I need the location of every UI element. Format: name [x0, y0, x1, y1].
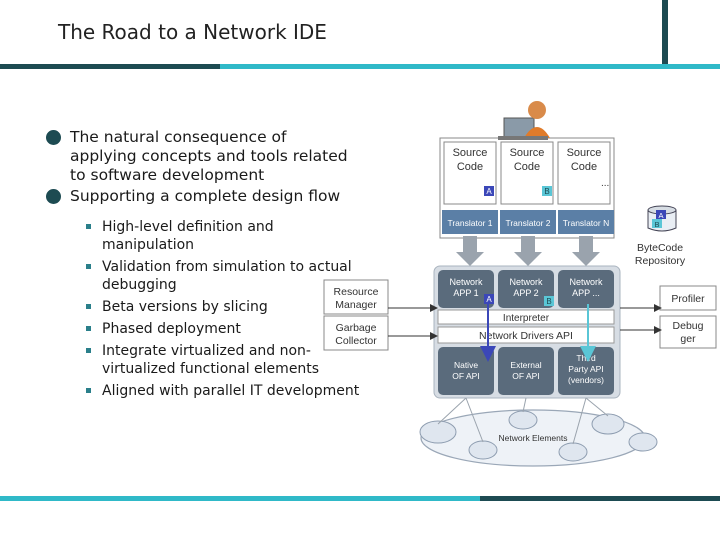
- sub-bullet-text: Validation from simulation to actual deb…: [102, 259, 352, 293]
- network-app-label: APP 1: [453, 288, 478, 298]
- source-code-label: Code: [571, 161, 597, 173]
- bullet-dot-icon: [46, 189, 61, 204]
- source-code-label: Source: [453, 147, 488, 159]
- marker-b-label: B: [544, 187, 549, 196]
- square-bullet-icon: [86, 348, 91, 353]
- square-bullet-icon: [86, 388, 91, 393]
- resource-manager-box: Resource Manager: [323, 279, 389, 315]
- top-horizontal-accent-bar: [0, 64, 720, 69]
- marker-a-icon: [484, 294, 494, 304]
- sub-bullet-item: Phased deployment: [86, 320, 366, 338]
- network-app-boxes: Network APP 1 Network APP 2 Network APP …: [438, 270, 614, 308]
- source-code-label: Source: [510, 147, 545, 159]
- square-bullet-icon: [86, 224, 91, 229]
- bottom-horizontal-dark-bar: [480, 496, 720, 501]
- bottom-horizontal-accent-bar: [0, 496, 720, 501]
- sub-bullet-item: Beta versions by slicing: [86, 298, 366, 316]
- bytecode-repository: A B ByteCode Repository: [635, 205, 686, 267]
- garbage-collector-label: Garbage: [336, 322, 377, 334]
- profiler-box: Profiler: [659, 285, 717, 311]
- sub-bullet-item: Validation from simulation to actual deb…: [86, 258, 366, 294]
- developer-user-icon: [498, 101, 550, 140]
- cloud-links: [437, 397, 609, 445]
- bullet-item: The natural consequence of applying conc…: [46, 128, 348, 185]
- network-app-label: Network: [509, 277, 543, 287]
- square-bullet-icon: [86, 326, 91, 331]
- bullet-item: Supporting a complete design flow: [46, 187, 348, 206]
- slide-title: The Road to a Network IDE: [58, 20, 327, 44]
- marker-a-icon: [656, 210, 666, 219]
- sub-bullet-item: Integrate virtualized and non-virtualize…: [86, 342, 366, 378]
- network-app-label: Network: [569, 277, 603, 287]
- interpreter-and-drivers: Interpreter Network Drivers API: [437, 309, 615, 344]
- network-elements-cloud: Network Elements: [419, 409, 658, 467]
- marker-a-label: A: [658, 211, 663, 220]
- marker-b-label: B: [546, 297, 551, 306]
- top-horizontal-dark-bar: [0, 64, 220, 69]
- source-code-label: Code: [514, 161, 540, 173]
- sub-bullet-text: Beta versions by slicing: [102, 299, 268, 315]
- square-bullet-icon: [86, 304, 91, 309]
- debugger-box: Debug ger: [659, 315, 717, 349]
- api-label: OF API: [452, 371, 479, 381]
- marker-b-icon: [652, 219, 662, 228]
- interpreter-label: Interpreter: [503, 313, 550, 324]
- debugger-label: ger: [680, 333, 696, 345]
- garbage-collector-label: Collector: [335, 335, 377, 347]
- sub-bullet-text: Aligned with parallel IT development: [102, 383, 360, 399]
- marker-b-icon: [542, 186, 552, 196]
- network-ide-diagram: Network Elements Source Code Source Code…: [318, 98, 720, 490]
- resource-manager-label: Manager: [335, 299, 377, 311]
- vertical-flow-arrows: [456, 236, 600, 266]
- translator-label: Translator 1: [447, 218, 492, 228]
- api-label: (vendors): [568, 375, 604, 385]
- network-app-label: APP 2: [513, 288, 538, 298]
- top-vertical-accent-bar: [662, 0, 668, 64]
- api-label: External: [510, 360, 541, 370]
- bullet-text: Supporting a complete design flow: [70, 187, 341, 205]
- garbage-collector-box: Garbage Collector: [323, 315, 389, 351]
- source-code-label: Code: [457, 161, 483, 173]
- resource-manager-label: Resource: [334, 286, 379, 298]
- network-app-label: APP ...: [572, 288, 600, 298]
- sub-bullet-text: Integrate virtualized and non-virtualize…: [102, 343, 320, 377]
- bytecode-repo-label: ByteCode: [637, 242, 683, 254]
- bytecode-repo-label: Repository: [635, 255, 686, 267]
- api-boxes: Native OF API External OF API Third Part…: [438, 347, 614, 395]
- marker-a-icon: [484, 186, 494, 196]
- translator-boxes: Translator 1 Translator 2 Translator N: [442, 210, 614, 234]
- drivers-api-label: Network Drivers API: [479, 330, 573, 342]
- sub-bullet-text: High-level definition and manipulation: [102, 219, 274, 253]
- profiler-label: Profiler: [671, 293, 705, 305]
- square-bullet-icon: [86, 264, 91, 269]
- sub-bullet-list: High-level definition and manipulation V…: [86, 218, 366, 400]
- translator-label: Translator 2: [505, 218, 550, 228]
- marker-a-label: A: [486, 295, 492, 304]
- ellipsis-label: ...: [601, 178, 609, 189]
- api-label: Third: [576, 353, 596, 363]
- marker-b-icon: [544, 296, 554, 306]
- bullet-dot-icon: [46, 130, 61, 145]
- network-app-label: Network: [449, 277, 483, 287]
- marker-b-label: B: [654, 220, 659, 229]
- marker-a-label: A: [486, 187, 492, 196]
- source-code-label: Source: [567, 147, 602, 159]
- network-elements-label: Network Elements: [499, 433, 568, 443]
- debugger-label: Debug: [673, 320, 704, 332]
- api-label: Party API: [568, 364, 603, 374]
- bullet-list: The natural consequence of applying conc…: [46, 128, 359, 404]
- sub-bullet-item: High-level definition and manipulation: [86, 218, 366, 254]
- bullet-text: The natural consequence of applying conc…: [70, 128, 348, 184]
- source-code-boxes: Source Code Source Code Source Code ... …: [443, 141, 611, 205]
- api-label: Native: [454, 360, 478, 370]
- translator-label: Translator N: [563, 218, 609, 228]
- sub-bullet-item: Aligned with parallel IT development: [86, 382, 366, 400]
- api-label: OF API: [512, 371, 539, 381]
- sub-bullet-text: Phased deployment: [102, 321, 241, 337]
